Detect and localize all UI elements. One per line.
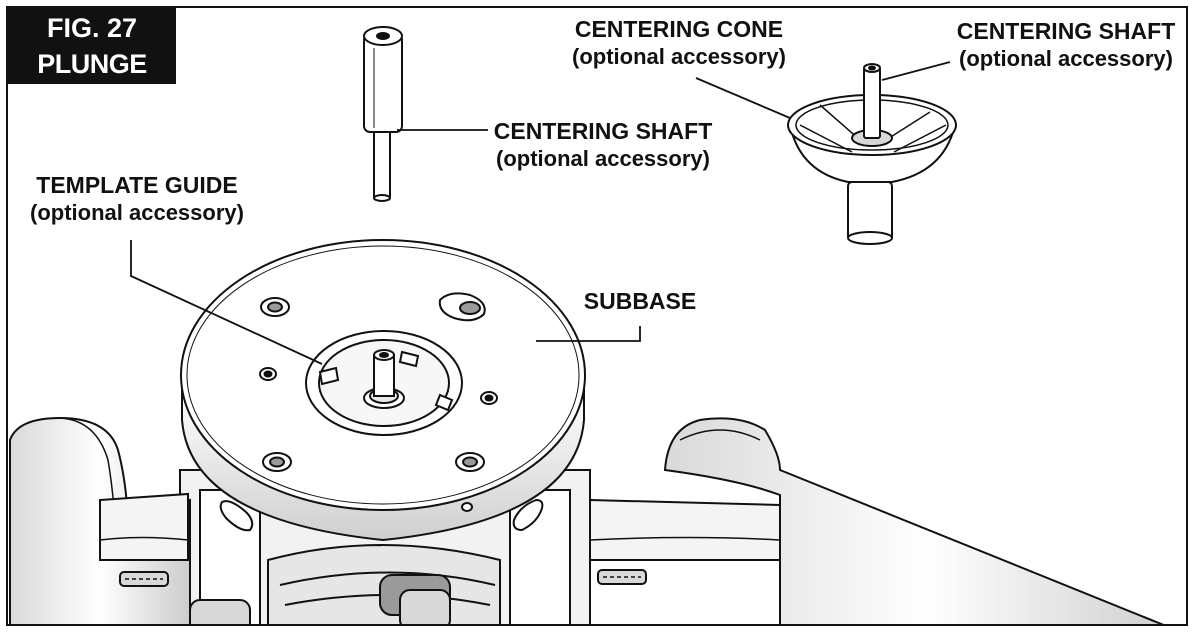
- label-template-guide: TEMPLATE GUIDE (optional accessory): [20, 172, 254, 226]
- figure-number: FIG. 27: [46, 13, 138, 43]
- figure-tag: FIG. 27 PLUNGE BASE: [8, 8, 176, 111]
- label-note: (optional accessory): [496, 146, 710, 171]
- figure-frame: [6, 6, 1188, 626]
- label-centering-cone: CENTERING CONE (optional accessory): [562, 16, 796, 70]
- label-centering-shaft-right: CENTERING SHAFT (optional accessory): [952, 18, 1180, 72]
- leader-lines: [130, 61, 951, 365]
- label-note: (optional accessory): [572, 44, 786, 69]
- label-note: (optional accessory): [959, 46, 1173, 71]
- figure-title: PLUNGE BASE: [37, 49, 147, 111]
- label-name: CENTERING CONE: [574, 16, 784, 42]
- label-centering-shaft-center: CENTERING SHAFT (optional accessory): [488, 118, 718, 172]
- right-handle: [589, 417, 1164, 624]
- centering-shaft-center: [363, 26, 403, 202]
- label-name: CENTERING SHAFT: [956, 18, 1176, 44]
- subbase-disc: [180, 239, 586, 542]
- label-subbase: SUBBASE: [580, 288, 700, 315]
- centering-cone-assembly: [787, 63, 957, 245]
- label-name: SUBBASE: [583, 288, 697, 314]
- label-name: CENTERING SHAFT: [493, 118, 713, 144]
- left-handle: [9, 416, 191, 624]
- subbase-screws: [259, 292, 498, 512]
- label-note: (optional accessory): [30, 200, 244, 225]
- template-guide-ring: [305, 330, 463, 436]
- label-name: TEMPLATE GUIDE: [36, 172, 238, 198]
